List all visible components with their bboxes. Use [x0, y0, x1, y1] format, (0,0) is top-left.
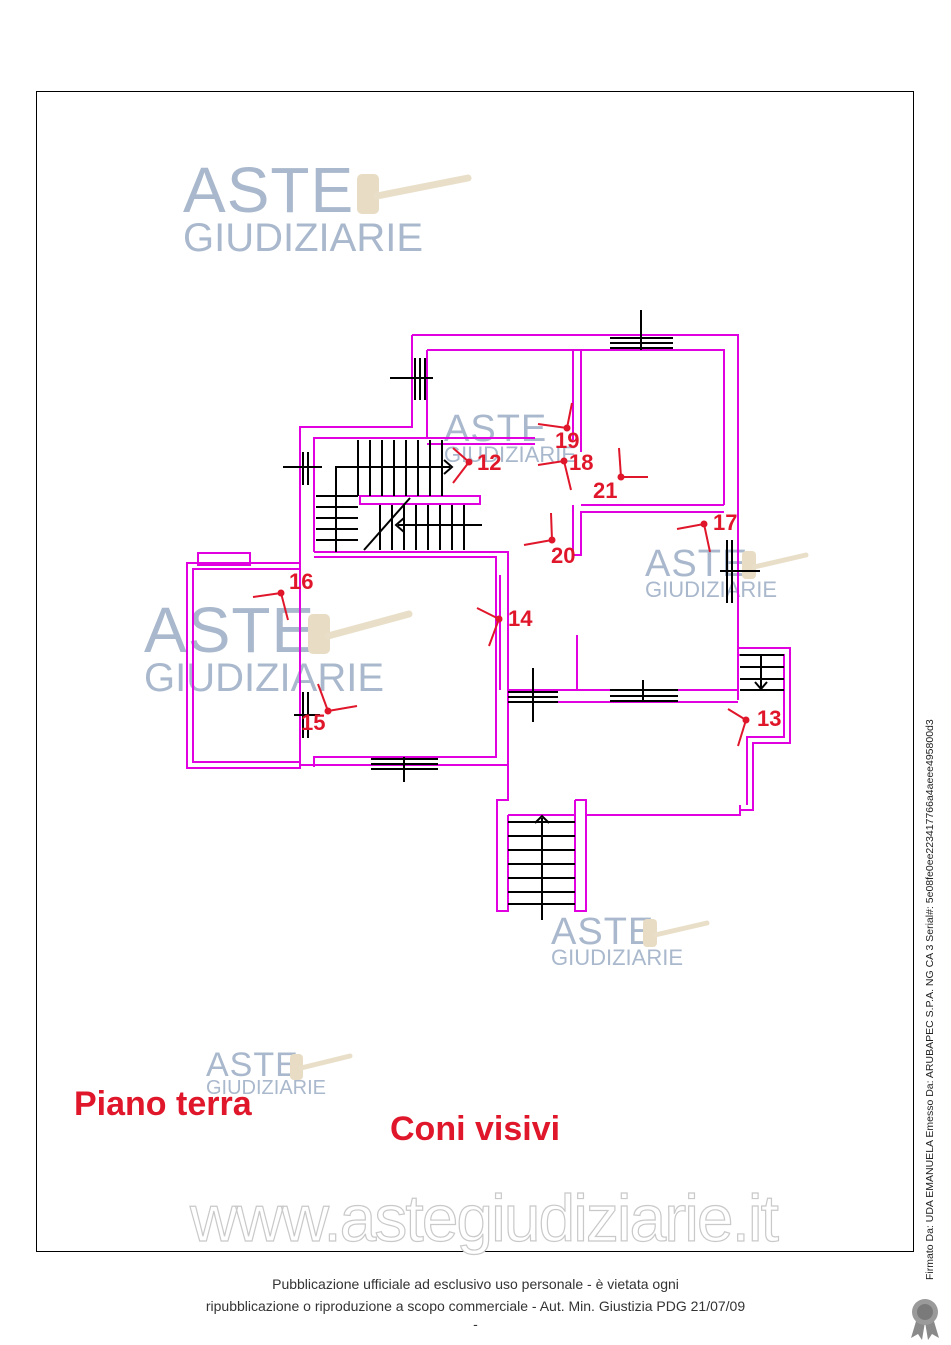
viewpoint-label-21: 21	[593, 478, 617, 503]
drawing-frame	[36, 91, 914, 1252]
award-ribbon-icon	[911, 1299, 939, 1340]
footer-line-2: ripubblicazione o riproduzione a scopo c…	[205, 1298, 746, 1314]
logo-aste-text: ASTE	[551, 911, 655, 953]
windows	[283, 310, 760, 782]
logo-giudiziarie-text: GIUDIZIARIE	[183, 216, 424, 260]
logo-aste-text: ASTE	[645, 543, 749, 585]
digital-signature-text: Firmato Da: UDA EMANUELA Emesso Da: ARUB…	[924, 719, 936, 1280]
logo-aste-text: ASTE	[206, 1046, 299, 1084]
logo-giudiziarie-text: GIUDIZIARIE	[144, 656, 385, 700]
subject-label: Coni visivi	[390, 1110, 561, 1148]
logo-watermark-center: ASTE GIUDIZIARIE	[444, 410, 576, 466]
viewpoint-label-16: 16	[289, 569, 313, 594]
viewpoint-label-20: 20	[551, 543, 575, 568]
gavel-icon	[643, 919, 710, 947]
logo-watermark-right: ASTE GIUDIZIARIE	[645, 543, 809, 602]
gavel-icon	[357, 174, 472, 214]
viewpoint-cones	[252, 402, 750, 747]
logo-giudiziarie-text: GIUDIZIARIE	[206, 1077, 327, 1099]
logo-watermark-label: ASTE GIUDIZIARIE	[206, 1046, 353, 1099]
gavel-icon	[308, 610, 413, 654]
floor-label: Piano terra	[74, 1085, 252, 1123]
logo-aste-text: ASTE	[444, 408, 548, 450]
logo-giudiziarie-text: GIUDIZIARIE	[444, 442, 577, 467]
viewpoint-label-18: 18	[569, 450, 593, 475]
logo-giudiziarie-text: GIUDIZIARIE	[551, 945, 684, 970]
viewpoint-labels: 12 13 14 15 16 17 18 19 20 21	[289, 428, 781, 735]
viewpoint-label-12: 12	[477, 450, 501, 475]
logo-giudiziarie-text: GIUDIZIARIE	[645, 577, 778, 602]
website-watermark: www.astegiudiziarie.it	[189, 1180, 779, 1255]
viewpoint-label-17: 17	[713, 510, 737, 535]
footer-line-1: Pubblicazione ufficiale ad esclusivo uso…	[272, 1276, 679, 1292]
gavel-icon	[290, 1053, 353, 1080]
stairs	[316, 440, 784, 920]
viewpoint-label-19: 19	[555, 428, 579, 453]
viewpoint-label-15: 15	[301, 710, 325, 735]
logo-aste-text: ASTE	[183, 154, 355, 226]
logo-watermark-top: ASTE GIUDIZIARIE	[183, 154, 472, 260]
logo-watermark-bottom: ASTE GIUDIZIARIE	[551, 911, 710, 970]
footer-line-3: -	[473, 1316, 478, 1332]
viewpoint-label-13: 13	[757, 706, 781, 731]
viewpoint-label-14: 14	[508, 606, 533, 631]
walls	[186, 334, 791, 912]
